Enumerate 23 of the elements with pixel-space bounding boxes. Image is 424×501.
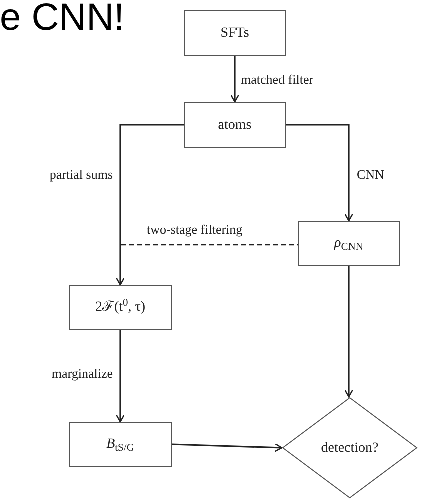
edge-label: marginalize — [50, 366, 114, 382]
process-box — [184, 102, 286, 148]
process-box — [69, 285, 172, 330]
node-label: ρ$_{CNN}$ — [334, 235, 364, 254]
arrow — [116, 330, 126, 423]
process-box — [184, 10, 286, 56]
edge-label: two-stage filtering — [146, 222, 244, 238]
slide-title: e CNN! — [0, 0, 125, 40]
process-box — [69, 422, 172, 467]
node-label: atoms — [218, 116, 252, 134]
arrow — [116, 124, 184, 286]
node-label: SFTs — [220, 24, 250, 42]
node-label: 2ℱ(t$^{0}$, τ) — [95, 297, 146, 317]
node-label: B$_{tS/G}$ — [106, 436, 134, 455]
arrow — [230, 56, 240, 103]
node-label: detection? — [321, 440, 379, 458]
decision-diamond — [282, 397, 418, 499]
dashed-connector — [121, 244, 298, 246]
arrow — [286, 124, 354, 222]
edge-label: partial sums — [48, 167, 114, 183]
arrow — [172, 443, 283, 452]
arrow — [344, 266, 354, 398]
process-box — [298, 221, 400, 266]
